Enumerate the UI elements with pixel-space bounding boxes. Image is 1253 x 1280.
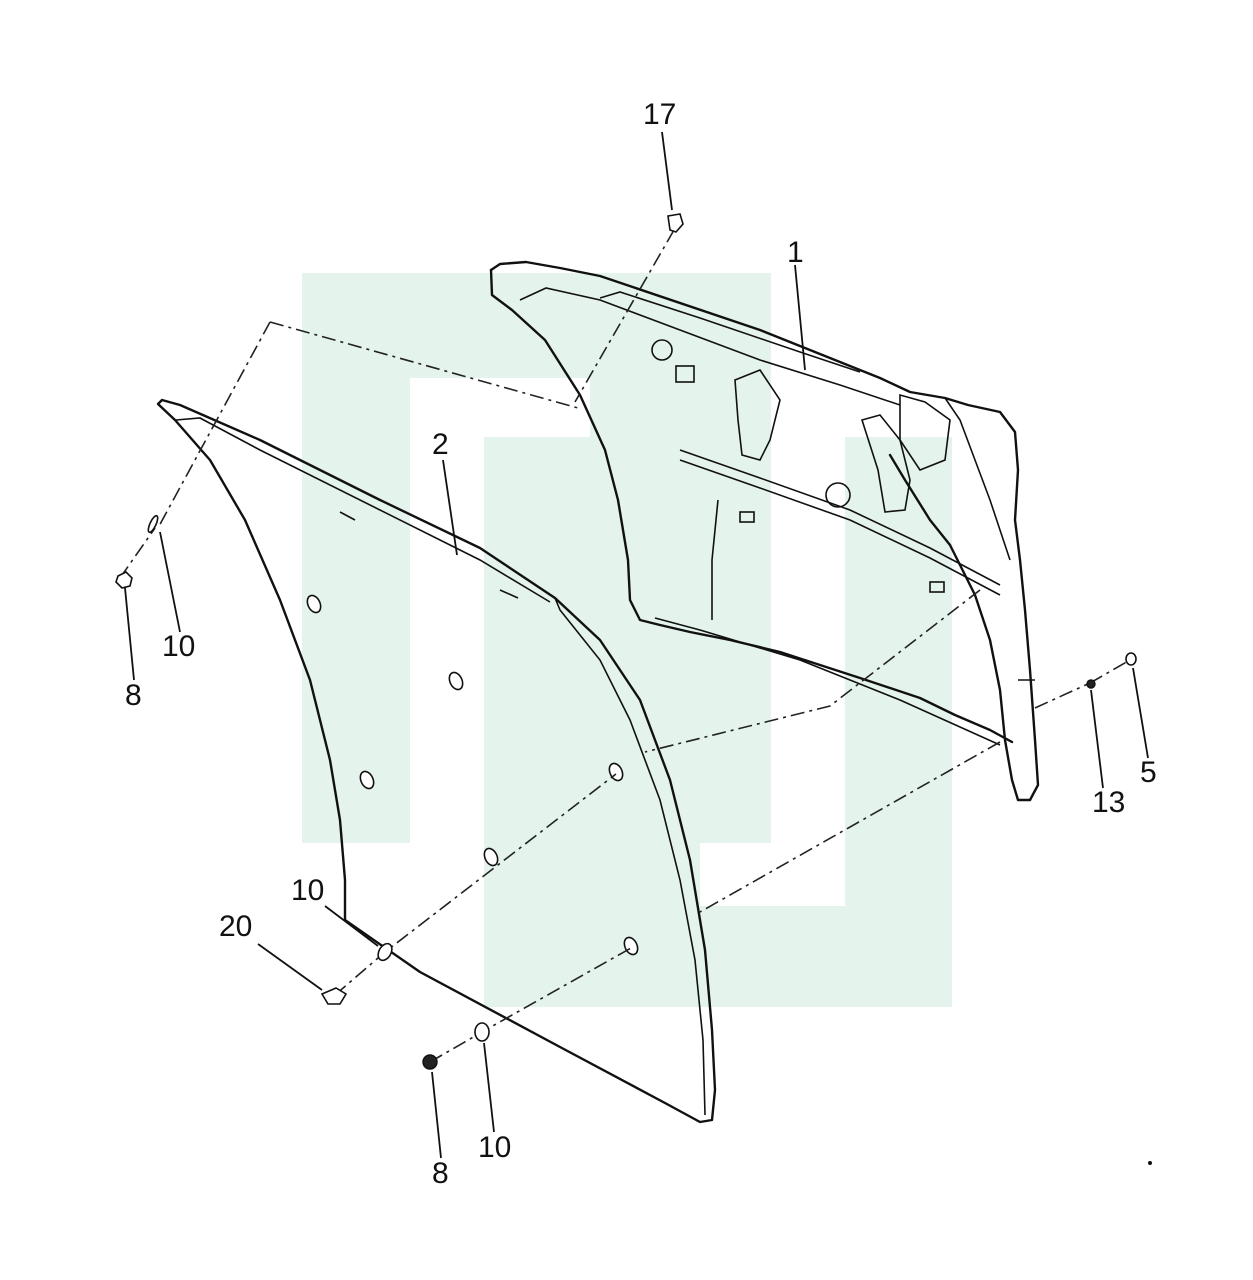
callout-13: 13 <box>1092 786 1125 819</box>
callout-10-upper: 10 <box>162 630 195 663</box>
hardware <box>115 213 1137 1070</box>
nut-5 <box>1125 652 1137 666</box>
leader-lines <box>124 131 1149 1159</box>
washer-10-lower <box>377 942 393 962</box>
nut-8-upper-left <box>115 571 133 589</box>
callout-8-bottom: 8 <box>432 1157 449 1190</box>
callout-8-upper: 8 <box>125 679 142 712</box>
callout-20: 20 <box>219 910 252 943</box>
callout-labels: 17 1 2 10 8 13 5 10 20 10 8 <box>125 98 1157 1190</box>
washer-10-bottom <box>474 1022 490 1042</box>
inner-panel-part-1 <box>489 260 1040 802</box>
watermark-logo <box>302 273 952 1007</box>
speck <box>1148 1161 1152 1165</box>
callout-17: 17 <box>643 98 676 131</box>
screw-17 <box>667 213 684 233</box>
assembly-dashed-lines <box>119 229 1131 1063</box>
callout-5: 5 <box>1140 756 1157 789</box>
callout-1: 1 <box>787 236 804 269</box>
nut-8-bottom <box>422 1054 438 1070</box>
callout-10-middle: 10 <box>291 874 324 907</box>
washer-13 <box>1086 679 1096 689</box>
screw-20 <box>320 987 348 1005</box>
callout-2: 2 <box>432 428 449 461</box>
callout-10-bottom: 10 <box>478 1131 511 1164</box>
washer-10-upper-left <box>147 514 159 534</box>
